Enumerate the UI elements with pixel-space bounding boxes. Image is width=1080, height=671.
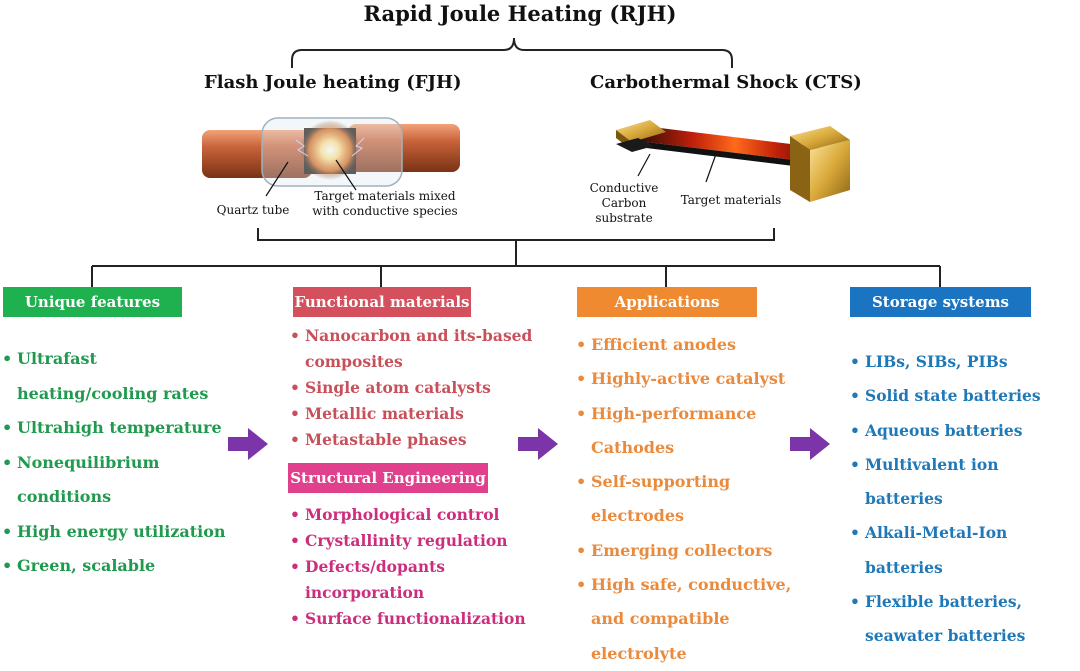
list-item: Nonequilibrium conditions <box>2 446 232 515</box>
functional-materials-list: Nanocarbon and its-based composites Sing… <box>290 323 540 453</box>
list-item: Flexible batteries, seawater batteries <box>850 585 1078 654</box>
list-item: Alkali-Metal-Ion batteries <box>850 516 1078 585</box>
substrate-label: Conductive Carbon substrate <box>589 181 659 225</box>
list-item: Surface functionalization <box>290 606 565 632</box>
connector-lines <box>91 37 941 287</box>
storage-systems-header: Storage systems <box>850 287 1031 317</box>
fjh-illustration <box>202 117 460 197</box>
list-item: Nanocarbon and its-based composites <box>290 323 540 375</box>
diagram-title: Rapid Joule Heating (RJH) <box>363 1 677 26</box>
fjh-title: Flash Joule heating (FJH) <box>204 72 462 93</box>
functional-materials-header: Functional materials <box>293 287 471 317</box>
arrow-right-icon <box>518 428 558 460</box>
applications-header: Applications <box>577 287 757 317</box>
list-item: Crystallinity regulation <box>290 528 565 554</box>
list-item: Efficient anodes <box>576 328 811 363</box>
fjh-target-label: Target materials mixed with conductive s… <box>312 189 458 218</box>
list-item: Ultrahigh temperature <box>2 411 232 446</box>
quartz-tube-label: Quartz tube <box>216 203 290 217</box>
list-item: High energy utilization <box>2 515 232 550</box>
list-item: Metallic materials <box>290 401 540 427</box>
applications-list: Efficient anodes Highly-active catalyst … <box>576 328 811 671</box>
unique-features-header: Unique features <box>3 287 182 317</box>
cts-target-label: Target materials <box>680 193 782 207</box>
list-item: Self-supporting electrodes <box>576 465 811 534</box>
list-item: Multivalent ion batteries <box>850 448 1078 517</box>
unique-features-list: Ultrafast heating/cooling rates Ultrahig… <box>2 342 232 584</box>
structural-engineering-list: Morphological control Crystallinity regu… <box>290 502 565 632</box>
top-brace <box>291 37 733 68</box>
list-item: Emerging collectors <box>576 534 811 569</box>
list-item: Solid state batteries <box>850 379 1078 414</box>
list-item: Green, scalable <box>2 549 232 584</box>
mid-bracket <box>257 228 775 241</box>
structural-engineering-header: Structural Engineering <box>288 463 488 493</box>
list-item: Single atom catalysts <box>290 375 540 401</box>
list-item: Aqueous batteries <box>850 414 1078 449</box>
cts-illustration <box>616 120 850 202</box>
arrow-right-icon <box>228 428 268 460</box>
storage-systems-list: LIBs, SIBs, PIBs Solid state batteries A… <box>850 345 1078 654</box>
list-item: Metastable phases <box>290 427 540 453</box>
list-item: Morphological control <box>290 502 565 528</box>
list-item: High safe, conductive, and compatible el… <box>576 568 811 671</box>
list-item: Ultrafast heating/cooling rates <box>2 342 232 411</box>
list-item: High-performance Cathodes <box>576 397 811 466</box>
list-item: Highly-active catalyst <box>576 362 811 397</box>
list-item: LIBs, SIBs, PIBs <box>850 345 1078 380</box>
cts-title: Carbothermal Shock (CTS) <box>590 72 862 93</box>
list-item: Defects/dopants incorporation <box>290 554 565 606</box>
arrow-right-icon <box>790 428 830 460</box>
